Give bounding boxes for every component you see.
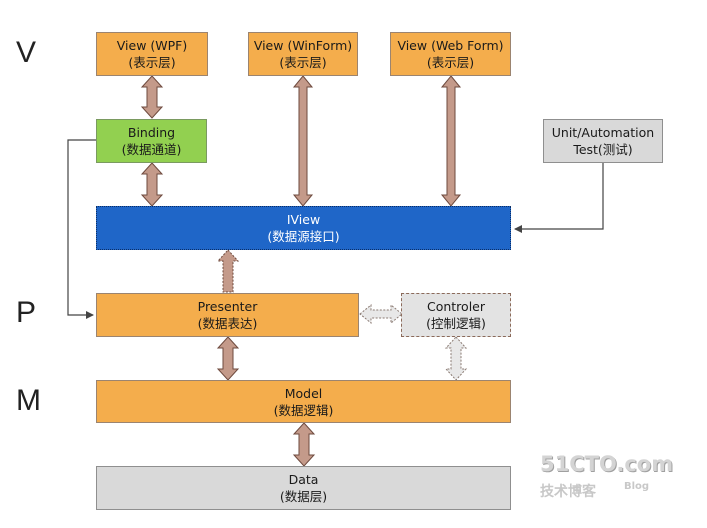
view-winform-box: View (WinForm) (表示层)	[248, 32, 358, 76]
controler-title: Controler	[426, 299, 485, 314]
watermark-tag: Blog	[624, 481, 650, 492]
connector-binding-presenter	[67, 139, 96, 319]
presenter-subtitle: (数据表达)	[197, 316, 258, 331]
controler-subtitle: (控制逻辑)	[426, 316, 486, 331]
arrow-presenter-controler	[359, 303, 403, 325]
view-wpf-title: View (WPF)	[116, 38, 188, 53]
arrow-binding-iview	[140, 162, 164, 207]
data-subtitle: (数据层)	[279, 489, 328, 504]
layer-label-view: V	[16, 36, 37, 69]
presenter-box: Presenter (数据表达)	[96, 293, 359, 337]
arrow-winform-iview	[292, 75, 314, 207]
connector-test-iview	[514, 163, 604, 233]
watermark-caption: 技术博客	[540, 484, 596, 500]
model-title: Model	[284, 385, 323, 401]
iview-subtitle: (数据源接口)	[267, 229, 340, 244]
view-wpf-box: View (WPF) (表示层)	[96, 32, 208, 76]
binding-box: Binding (数据通道)	[96, 119, 207, 163]
layer-label-presenter: P	[16, 296, 37, 329]
view-webform-subtitle: (表示层)	[426, 55, 475, 70]
arrow-webform-iview	[440, 75, 462, 207]
presenter-title: Presenter	[197, 299, 258, 314]
arrow-controler-model	[444, 336, 468, 381]
unit-test-title: Unit/Automation	[551, 125, 655, 140]
view-winform-title: View (WinForm)	[253, 38, 353, 53]
view-webform-title: View (Web Form)	[397, 38, 504, 53]
iview-title: IView	[286, 212, 321, 227]
binding-subtitle: (数据通道)	[121, 142, 182, 157]
arrow-presenter-model	[216, 336, 240, 381]
watermark-logo: 51CTO.com	[540, 452, 674, 476]
view-winform-subtitle: (表示层)	[279, 55, 327, 70]
unit-test-box: Unit/Automation Test(测试)	[543, 119, 663, 163]
model-subtitle: (数据逻辑)	[273, 402, 334, 418]
arrow-presenter-iview	[216, 249, 240, 293]
binding-title: Binding	[127, 125, 176, 140]
data-box: Data (数据层)	[96, 466, 511, 510]
layer-label-model: M	[16, 384, 41, 417]
arrow-model-data	[292, 422, 316, 467]
view-wpf-subtitle: (表示层)	[128, 55, 176, 70]
iview-box: IView (数据源接口)	[96, 206, 511, 250]
view-webform-box: View (Web Form) (表示层)	[390, 32, 511, 76]
unit-test-subtitle: Test(测试)	[573, 142, 633, 157]
model-box: Model (数据逻辑)	[96, 380, 511, 423]
arrow-wpf-binding	[140, 75, 164, 119]
controler-box: Controler (控制逻辑)	[401, 293, 511, 337]
data-title: Data	[288, 472, 319, 487]
